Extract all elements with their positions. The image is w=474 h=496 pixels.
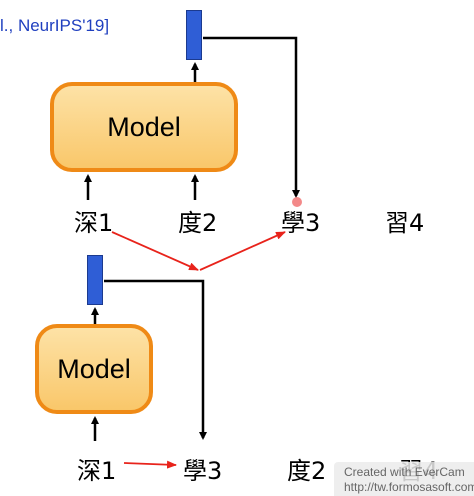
red-arrow-down [111,231,199,271]
red-arrow-bottom [123,460,177,469]
arrow-bottom-vector-to-token [104,279,207,440]
token-top-4: 習4 [385,209,425,237]
token-bottom-1: 深1 [77,457,117,485]
token-top-2: 度2 [178,209,218,237]
watermark-line-1: Created with EverCam [344,465,465,479]
token-bottom-3: 度2 [287,457,327,485]
model-label-top: Model [107,111,181,142]
model-box-bottom: Model [35,324,153,414]
token-bottom-2: 學3 [183,457,223,485]
citation-text: l., NeurIPS'19] [0,16,110,35]
red-arrow-up [199,231,286,271]
watermark: Created with EverCam http://tw.formosaso… [334,462,474,496]
token-top-3: 學3 [281,209,321,237]
output-vector-top [186,10,202,60]
token-top-1: 深1 [74,209,114,237]
arrow-top-vector-to-token [203,36,300,198]
output-vector-bottom [87,255,103,305]
model-label-bottom: Model [57,353,131,384]
cursor-highlight [292,197,302,207]
model-box-top: Model [50,82,238,172]
watermark-line-2: http://tw.formosasoft.com [344,480,474,494]
